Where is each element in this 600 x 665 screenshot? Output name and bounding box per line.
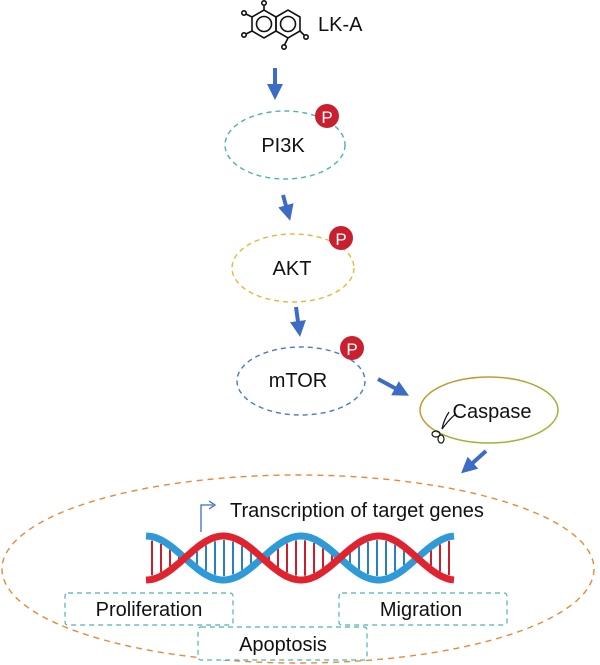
apoptosis-label: Apoptosis [239, 634, 327, 656]
arrow-caspase-to-nucleus [461, 449, 488, 474]
node-caspase[interactable]: Caspase [419, 376, 559, 444]
akt-ellipse [231, 233, 355, 303]
migration-label: Migration [380, 599, 462, 621]
node-mtor[interactable]: mTOR [236, 346, 366, 416]
dna-strand-blue [145, 532, 455, 584]
arrow-akt-to-mtor [289, 306, 306, 337]
phospho-label: P [321, 108, 332, 127]
phospho-label: P [346, 340, 357, 359]
mtor-label: mTOR [269, 370, 328, 392]
phospho-badge-icon: P [329, 226, 353, 250]
phospho-label: P [335, 230, 346, 249]
outcome-proliferation[interactable]: Proliferation [64, 592, 234, 626]
outcome-apoptosis[interactable]: Apoptosis [197, 626, 368, 661]
node-pi3k[interactable]: PI3K [224, 110, 346, 180]
mtor-ellipse [236, 346, 366, 416]
phospho-badge-icon: P [315, 104, 339, 128]
arrow-mtor-to-caspase [377, 377, 410, 396]
compound-label: LK-A [318, 14, 363, 36]
scissors-icon [431, 411, 457, 444]
transcription-arrowhead [208, 500, 217, 510]
proliferation-label: Proliferation [96, 599, 203, 621]
proliferation-box [64, 592, 234, 626]
dna-strand-red [145, 532, 455, 584]
phospho-badge-icon: P [340, 336, 364, 360]
caspase-label: Caspase [453, 401, 532, 423]
apoptosis-box [197, 626, 368, 661]
molecule-icon [241, 0, 309, 50]
transcription-label: Transcription of target genes [230, 500, 484, 522]
pi3k-label: PI3K [261, 135, 305, 157]
akt-label: AKT [273, 258, 312, 280]
outcome-migration[interactable]: Migration [338, 592, 508, 626]
pi3k-ellipse [224, 110, 346, 180]
dna-double-helix-icon [145, 532, 455, 584]
node-akt[interactable]: AKT [231, 233, 355, 303]
transcription-start-arrow-icon [200, 504, 213, 532]
nucleus-ellipse [1, 474, 595, 664]
arrow-pi3k-to-akt [278, 194, 294, 221]
migration-box [338, 592, 508, 626]
caspase-ellipse [419, 376, 559, 444]
